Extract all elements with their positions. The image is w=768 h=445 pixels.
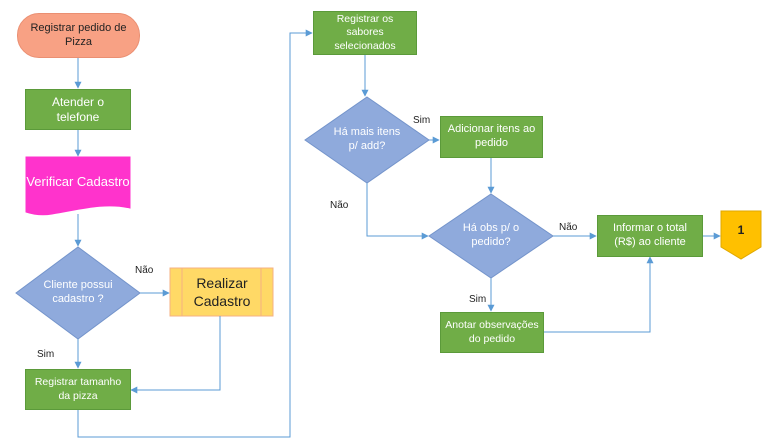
adicionar-itens-box: Adicionar itens ao pedido [440, 116, 543, 158]
edge-label-sim-mais: Sim [413, 115, 431, 126]
anotar-to-informar-arrow [544, 256, 654, 333]
informar-label: Informar o total (R$) ao cliente [613, 222, 687, 248]
tamanho-to-sabores-arrow [77, 29, 313, 438]
anotar-observacoes-box: Anotar observações do pedido [440, 312, 544, 353]
verificar-document-shape [25, 156, 131, 216]
realizar-label: Realizar Cadastro [193, 274, 251, 309]
adicionar-label: Adicionar itens ao pedido [447, 123, 536, 149]
edge-label-nao-mais: Não [330, 200, 349, 211]
registrar-sabores-label: Registrar os sabores selecionados [334, 13, 396, 52]
edge-label-sim-cadastro: Sim [37, 349, 55, 360]
cliente-possui-text-wrap: Cliente possui cadastro ? [38, 258, 118, 328]
realizar-to-tamanho-arrow [130, 316, 221, 394]
hamais-to-haobs-arrow [366, 183, 429, 240]
verificar-label: Verificar Cadastro [26, 173, 130, 189]
registrar-tamanho-label: Registrar tamanho da pizza [34, 376, 122, 402]
edge-label-sim-obs: Sim [469, 294, 487, 305]
realizar-predefined-shape [169, 267, 274, 317]
offpage-connector-shape [720, 210, 762, 260]
cliente-possui-label: Cliente possui cadastro ? [43, 279, 113, 305]
atender-label: Atender o telefone [51, 94, 105, 124]
verificar-cadastro-text-wrap: Verificar Cadastro [26, 160, 130, 204]
offpage-label: 1 [737, 222, 745, 237]
registrar-sabores-box: Registrar os sabores selecionados [313, 11, 417, 55]
informar-total-box: Informar o total (R$) ao cliente [597, 215, 703, 257]
anotar-label: Anotar observações do pedido [445, 319, 539, 345]
ha-mais-label: Há mais itens p/ add? [333, 126, 401, 152]
ha-mais-text-wrap: Há mais itens p/ add? [329, 108, 405, 172]
start-terminator: Registrar pedido de Pizza [17, 13, 140, 58]
edge-label-nao-cadastro: Não [135, 265, 154, 276]
ha-obs-label: Há obs p/ o pedido? [462, 222, 520, 248]
edge-label-nao-obs: Não [559, 222, 578, 233]
start-label: Registrar pedido de Pizza [30, 21, 127, 48]
offpage-connector-text-wrap: 1 [721, 214, 761, 246]
atender-telefone-box: Atender o telefone [25, 89, 131, 130]
realizar-cadastro-text-wrap: Realizar Cadastro [183, 270, 261, 314]
registrar-tamanho-box: Registrar tamanho da pizza [25, 369, 131, 410]
ha-obs-text-wrap: Há obs p/ o pedido? [455, 211, 527, 261]
